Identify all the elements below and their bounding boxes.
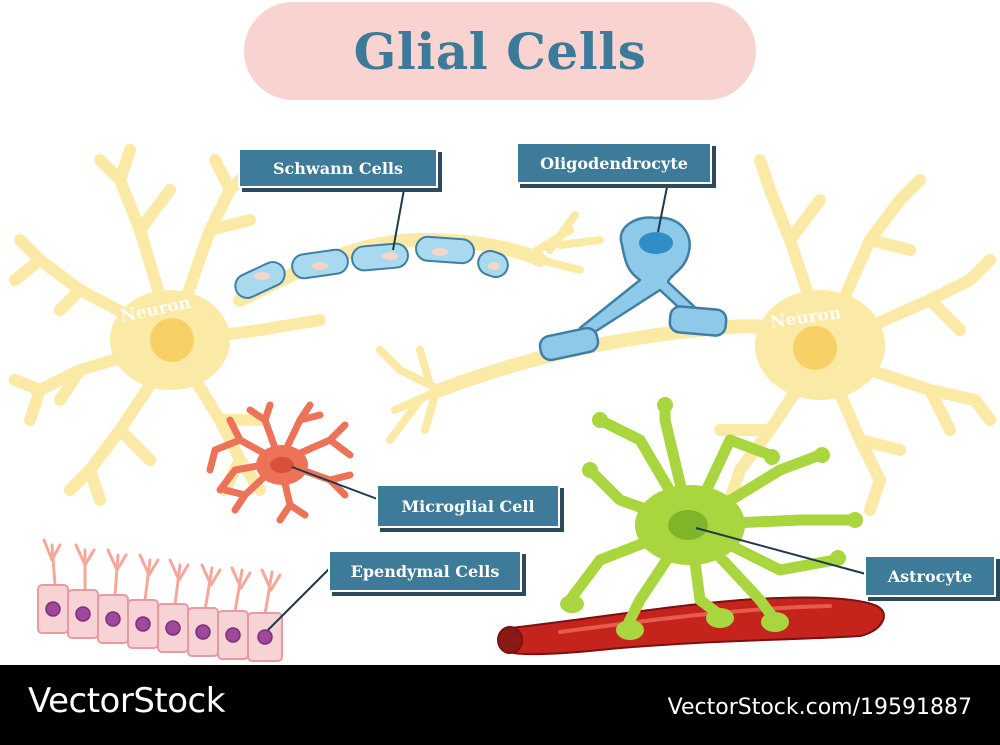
- neuron-left-dendrites: [9, 144, 326, 506]
- leader-ependymal: [267, 567, 331, 631]
- leader-schwann: [392, 183, 406, 251]
- ependymal-nucleus: [195, 624, 211, 640]
- schwann-nucleus: [488, 262, 500, 270]
- label-schwann-cells: Schwann Cells: [238, 148, 438, 188]
- ependymal-cilia: [138, 553, 160, 602]
- blood-vessel-highlight: [558, 604, 832, 634]
- oligodendrocyte-nucleus: [639, 232, 673, 254]
- astrocyte-cell: [560, 397, 863, 640]
- microglia-nucleus: [270, 457, 294, 473]
- oligodendrocyte-sheath: [538, 326, 600, 362]
- neuron-right-nucleus: [793, 326, 837, 370]
- axon-lower: [433, 319, 787, 397]
- astrocyte-endfoot: [592, 412, 608, 428]
- label-oligodendrocyte: Oligodendrocyte: [516, 142, 712, 184]
- ependymal-nucleus: [135, 616, 151, 632]
- label-astrocyte: Astrocyte: [864, 555, 996, 597]
- footer-brand: VectorStock: [28, 681, 225, 721]
- ependymal-nucleus: [105, 611, 121, 627]
- schwann-cell: [351, 242, 409, 272]
- astrocyte-endfoot: [830, 550, 846, 566]
- schwann-cell: [234, 261, 286, 299]
- footer-bar: VectorStock VectorStock.com/19591887: [0, 665, 1000, 745]
- schwann-nucleus: [312, 262, 328, 270]
- ependymal-cilia: [42, 538, 62, 587]
- diagram-area: Glial Cells Neuron Neuron Schwann Cells …: [9, 2, 996, 662]
- blood-vessel-opening: [497, 626, 523, 654]
- astrocyte-nucleus: [668, 510, 708, 540]
- ependymal-cilia: [200, 563, 222, 612]
- schwann-nucleus: [254, 272, 270, 280]
- axon-lower-terminal: [376, 346, 444, 444]
- page-title: Glial Cells: [353, 21, 647, 81]
- astrocyte-endfoot: [814, 447, 830, 463]
- neuron-right: [714, 154, 996, 516]
- neuron-left-nucleus: [150, 318, 194, 362]
- ependymal-cilia: [74, 543, 96, 592]
- footer-url: VectorStock.com/19591887: [667, 695, 972, 720]
- ependymal-cilia: [168, 558, 190, 607]
- astrocyte-processes: [564, 399, 856, 636]
- astrocyte-endfoot: [657, 397, 673, 413]
- microglial-cell-shape: [206, 401, 354, 524]
- oligodendrocyte-sheath: [668, 305, 728, 337]
- ependymal-cells: [37, 538, 283, 662]
- schwann-nucleus: [432, 248, 448, 256]
- ependymal-nucleus: [225, 627, 241, 643]
- leader-oligodendrocyte: [657, 181, 669, 233]
- leader-astrocyte: [695, 527, 867, 575]
- oligodendrocyte-cell: [538, 216, 728, 362]
- microglia-processes: [206, 401, 354, 524]
- astrocyte-endfoot: [764, 449, 780, 465]
- astrocyte-endfoot: [582, 462, 598, 478]
- leader-microglial: [291, 466, 381, 501]
- astrocyte-endfoot: [847, 512, 863, 528]
- ependymal-nucleus: [257, 629, 273, 645]
- ependymal-cilia: [260, 568, 282, 616]
- blood-vessel-tube: [509, 596, 885, 656]
- axon-terminal: [526, 211, 604, 274]
- schwann-cells: [234, 235, 509, 299]
- glial-cells-diagram: [9, 144, 996, 662]
- astrocyte-endfoot: [706, 608, 734, 628]
- ependymal-nucleus: [45, 601, 61, 617]
- astrocyte-endfoot: [616, 620, 644, 640]
- ependymal-cilia: [230, 566, 252, 614]
- schwann-nucleus: [382, 252, 398, 260]
- ependymal-nucleus: [165, 620, 181, 636]
- blood-vessel: [497, 596, 885, 656]
- neuron-right-dendrites: [714, 154, 996, 516]
- astrocyte-endfoot: [560, 595, 584, 613]
- astrocyte-endfoot: [761, 612, 789, 632]
- ependymal-cilia: [106, 548, 128, 597]
- label-ependymal-cells: Ependymal Cells: [328, 550, 522, 592]
- ependymal-nucleus: [75, 606, 91, 622]
- leader-lines: [267, 181, 867, 631]
- neuron-left: [9, 144, 326, 506]
- title-banner: Glial Cells: [244, 2, 756, 100]
- label-microglial-cell: Microglial Cell: [376, 484, 560, 528]
